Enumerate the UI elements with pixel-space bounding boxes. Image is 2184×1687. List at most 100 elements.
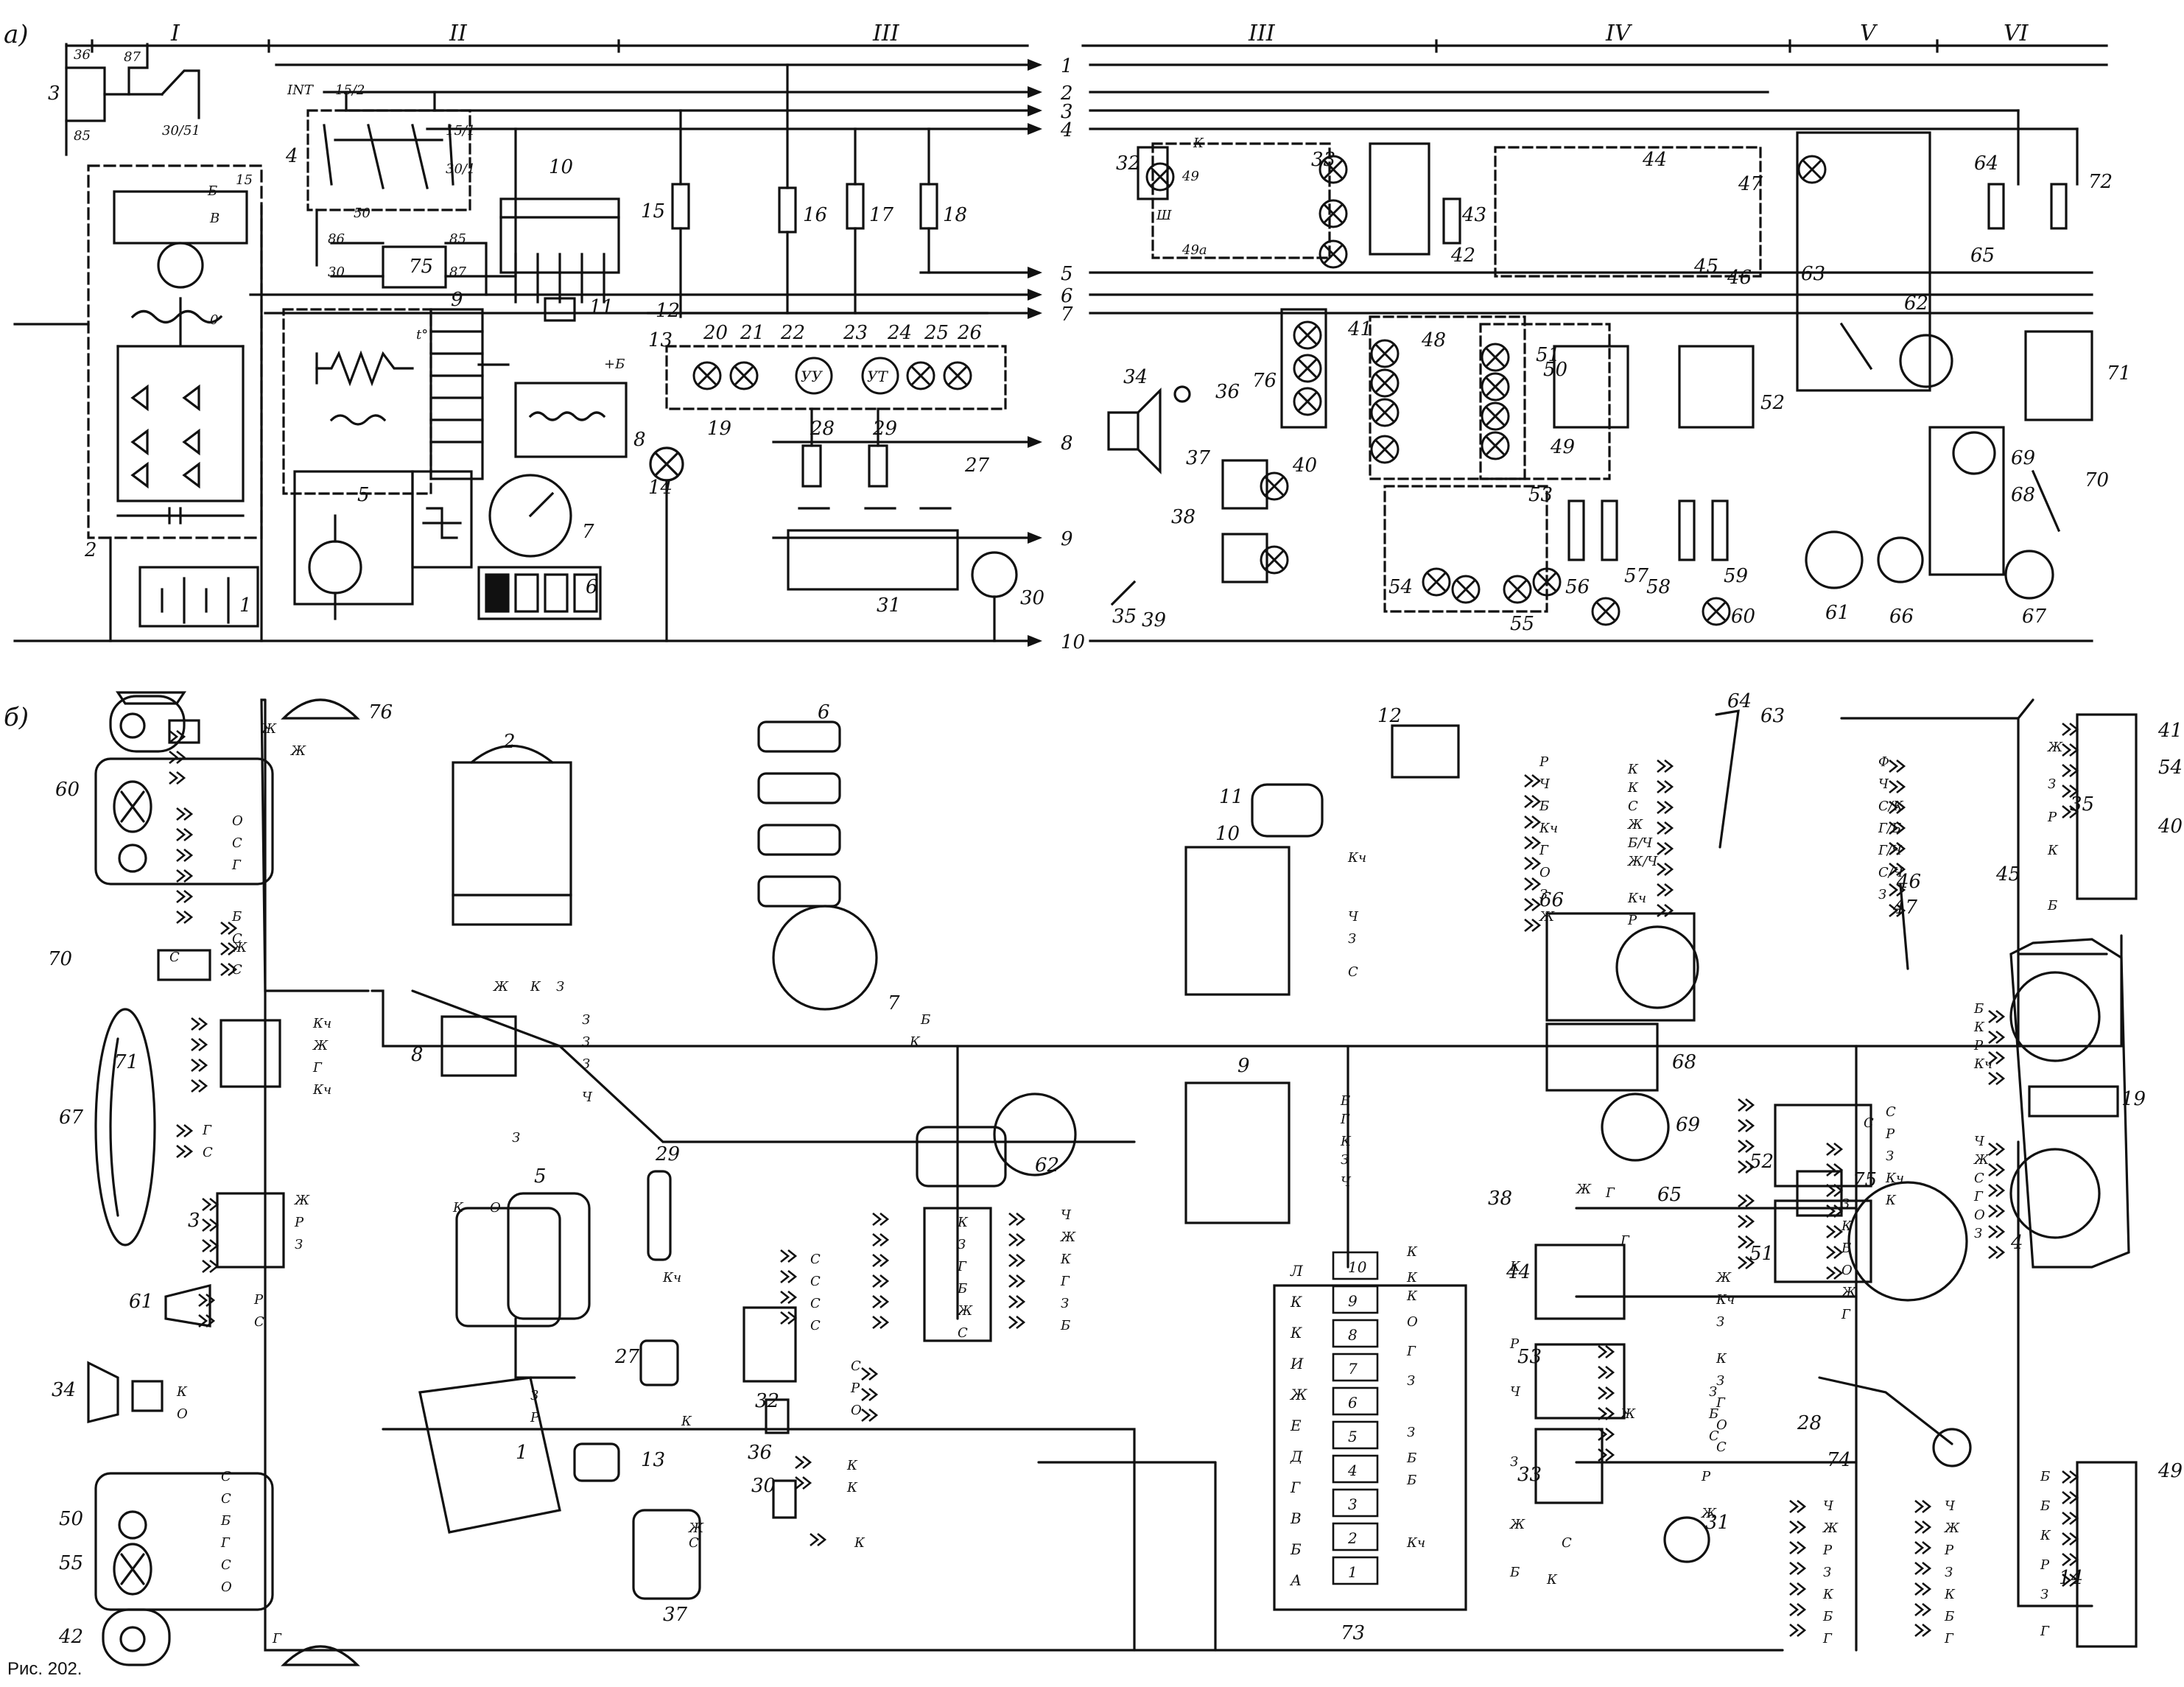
component-number-a: 13 bbox=[648, 329, 673, 351]
wire-color-code: Ж bbox=[289, 743, 306, 759]
component-number-b: 14 bbox=[2059, 1567, 2083, 1589]
wire-color-code: О bbox=[1539, 865, 1551, 880]
fuse-slot-letter: Е bbox=[1290, 1417, 1302, 1434]
wire-color-code: К bbox=[909, 1034, 921, 1050]
wire-color-code: К bbox=[176, 1384, 188, 1400]
component-number-b: 67 bbox=[59, 1106, 84, 1129]
component-number-b: 52 bbox=[1749, 1151, 1774, 1173]
connector-tick bbox=[1988, 1204, 2006, 1218]
panel-label-b: б) bbox=[4, 703, 29, 732]
wire-color-code: С bbox=[221, 1469, 231, 1484]
connector-tick bbox=[1914, 1499, 1932, 1514]
wire-color-code: О bbox=[851, 1403, 862, 1418]
connector-tick bbox=[2062, 1490, 2079, 1505]
component-number-b: 60 bbox=[55, 779, 80, 801]
component-number-a: 38 bbox=[1171, 506, 1195, 528]
wire-color-code: Ж bbox=[293, 1193, 310, 1208]
wire-color-code: Б bbox=[1841, 1241, 1851, 1256]
lamp-cross bbox=[1374, 343, 1395, 364]
connector-tick bbox=[2062, 1470, 2079, 1484]
component-number-b: 46 bbox=[1896, 871, 1921, 893]
connector-tick bbox=[780, 1269, 798, 1284]
wire-color-code: Ч bbox=[1061, 1207, 1072, 1223]
fuse-slot bbox=[1332, 1522, 1379, 1551]
wire-color-code: К bbox=[1627, 762, 1639, 777]
component-number-b: 69 bbox=[1676, 1114, 1700, 1136]
wire-color-code: З bbox=[1510, 1454, 1518, 1470]
terminal-label: 36 bbox=[74, 47, 91, 63]
wire-color-code: Б bbox=[1509, 1565, 1520, 1580]
wire-color-code: К bbox=[1546, 1572, 1558, 1588]
wire-color-code: С bbox=[169, 950, 180, 965]
wire-color-code: З bbox=[1841, 1196, 1850, 1212]
component-number-a: 6 bbox=[586, 576, 598, 598]
connector-tick bbox=[795, 1455, 812, 1470]
connector-tick bbox=[176, 827, 194, 842]
component-number-a: 71 bbox=[2107, 362, 2131, 385]
wire-color-code: Кч bbox=[1347, 850, 1366, 866]
lamp-icon bbox=[1591, 597, 1621, 626]
wire-color-code: З bbox=[1886, 1148, 1894, 1164]
connector-tick bbox=[1988, 1162, 2006, 1177]
wire-color-code: Б bbox=[957, 1281, 967, 1297]
connector-tick bbox=[1738, 1193, 1755, 1208]
terminal-label: 86 bbox=[328, 231, 345, 247]
component-number-a: 63 bbox=[1801, 263, 1825, 285]
component-number-a: 36 bbox=[1215, 381, 1240, 403]
connector-tick bbox=[1789, 1561, 1807, 1576]
connector-tick bbox=[780, 1249, 798, 1263]
connector-tick bbox=[198, 1293, 216, 1308]
component-number-b: 4 bbox=[2010, 1232, 2023, 1254]
component-number-b: 29 bbox=[655, 1143, 680, 1165]
terminal-label: t° bbox=[416, 327, 428, 343]
wire-color-code: Ж bbox=[1509, 1517, 1525, 1532]
component-number-b: 7 bbox=[888, 992, 900, 1014]
wire-color-code: Ж bbox=[260, 721, 277, 737]
connector-tick bbox=[176, 869, 194, 883]
connector-tick bbox=[1657, 903, 1674, 918]
lamp-cross bbox=[1374, 373, 1395, 393]
lamp-icon bbox=[692, 361, 722, 390]
wire-color-code: Ф bbox=[1878, 754, 1889, 770]
component-number-a: 57 bbox=[1624, 565, 1649, 587]
connector-tick bbox=[872, 1274, 890, 1288]
component-number-a: 40 bbox=[1292, 455, 1317, 477]
section-label: I bbox=[170, 21, 180, 46]
component-number-b: 51 bbox=[1749, 1243, 1774, 1265]
arrow-icon bbox=[1028, 267, 1042, 278]
component-number-b: 10 bbox=[1215, 823, 1240, 845]
fuse-slot-number: 1 bbox=[1348, 1563, 1358, 1581]
component-number-b: 33 bbox=[1517, 1464, 1542, 1486]
wire-color-code: Кч bbox=[1973, 1056, 1992, 1072]
connector-tick bbox=[1657, 800, 1674, 815]
component-number-a: 14 bbox=[648, 477, 673, 499]
connector-tick bbox=[176, 807, 194, 821]
terminal-label: 30/1 bbox=[446, 161, 475, 177]
connector-tick bbox=[1914, 1623, 1932, 1638]
component-number-a: 15 bbox=[641, 200, 665, 222]
wire-color-code: З bbox=[1716, 1373, 1724, 1389]
lamp-cross bbox=[1485, 376, 1506, 397]
wire-color-code: Б bbox=[1406, 1473, 1416, 1488]
wire-color-code: Г bbox=[1060, 1274, 1070, 1289]
lamp-cross bbox=[910, 365, 931, 386]
lamp-cross bbox=[947, 365, 968, 386]
lamp-icon bbox=[1293, 387, 1322, 416]
component-number-a: 30 bbox=[1020, 587, 1044, 609]
wire-color-code: С bbox=[1974, 1171, 1984, 1186]
component-number-a: 68 bbox=[2011, 484, 2035, 506]
component-number-a: 32 bbox=[1116, 152, 1140, 175]
component-number-b: 35 bbox=[2070, 793, 2094, 816]
fuse-slot-number: 2 bbox=[1347, 1529, 1358, 1547]
wire-color-code: К bbox=[2047, 843, 2059, 858]
lamp-cross bbox=[1264, 550, 1285, 570]
component-number-a: 12 bbox=[656, 300, 680, 322]
connector-tick bbox=[1889, 841, 1906, 856]
wire-color-code: Б bbox=[1340, 1093, 1350, 1109]
connector-tick bbox=[1524, 774, 1542, 788]
wire-color-code: С bbox=[1864, 1115, 1874, 1131]
lamp-icon bbox=[1797, 155, 1827, 184]
lamp-cross bbox=[1485, 435, 1506, 456]
lamp-cross bbox=[1297, 391, 1318, 412]
connector-tick bbox=[1008, 1212, 1026, 1227]
